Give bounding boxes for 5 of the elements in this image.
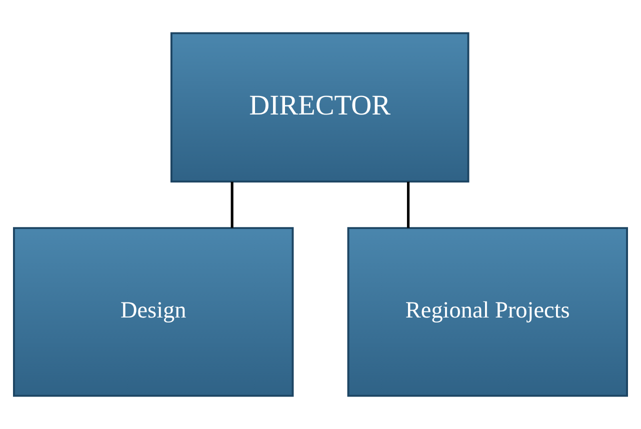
node-box: Regional Projects (347, 227, 628, 397)
node-box: DIRECTOR (170, 32, 470, 183)
connector (230, 182, 234, 228)
connector (406, 182, 410, 228)
node-box: Design (13, 227, 294, 397)
